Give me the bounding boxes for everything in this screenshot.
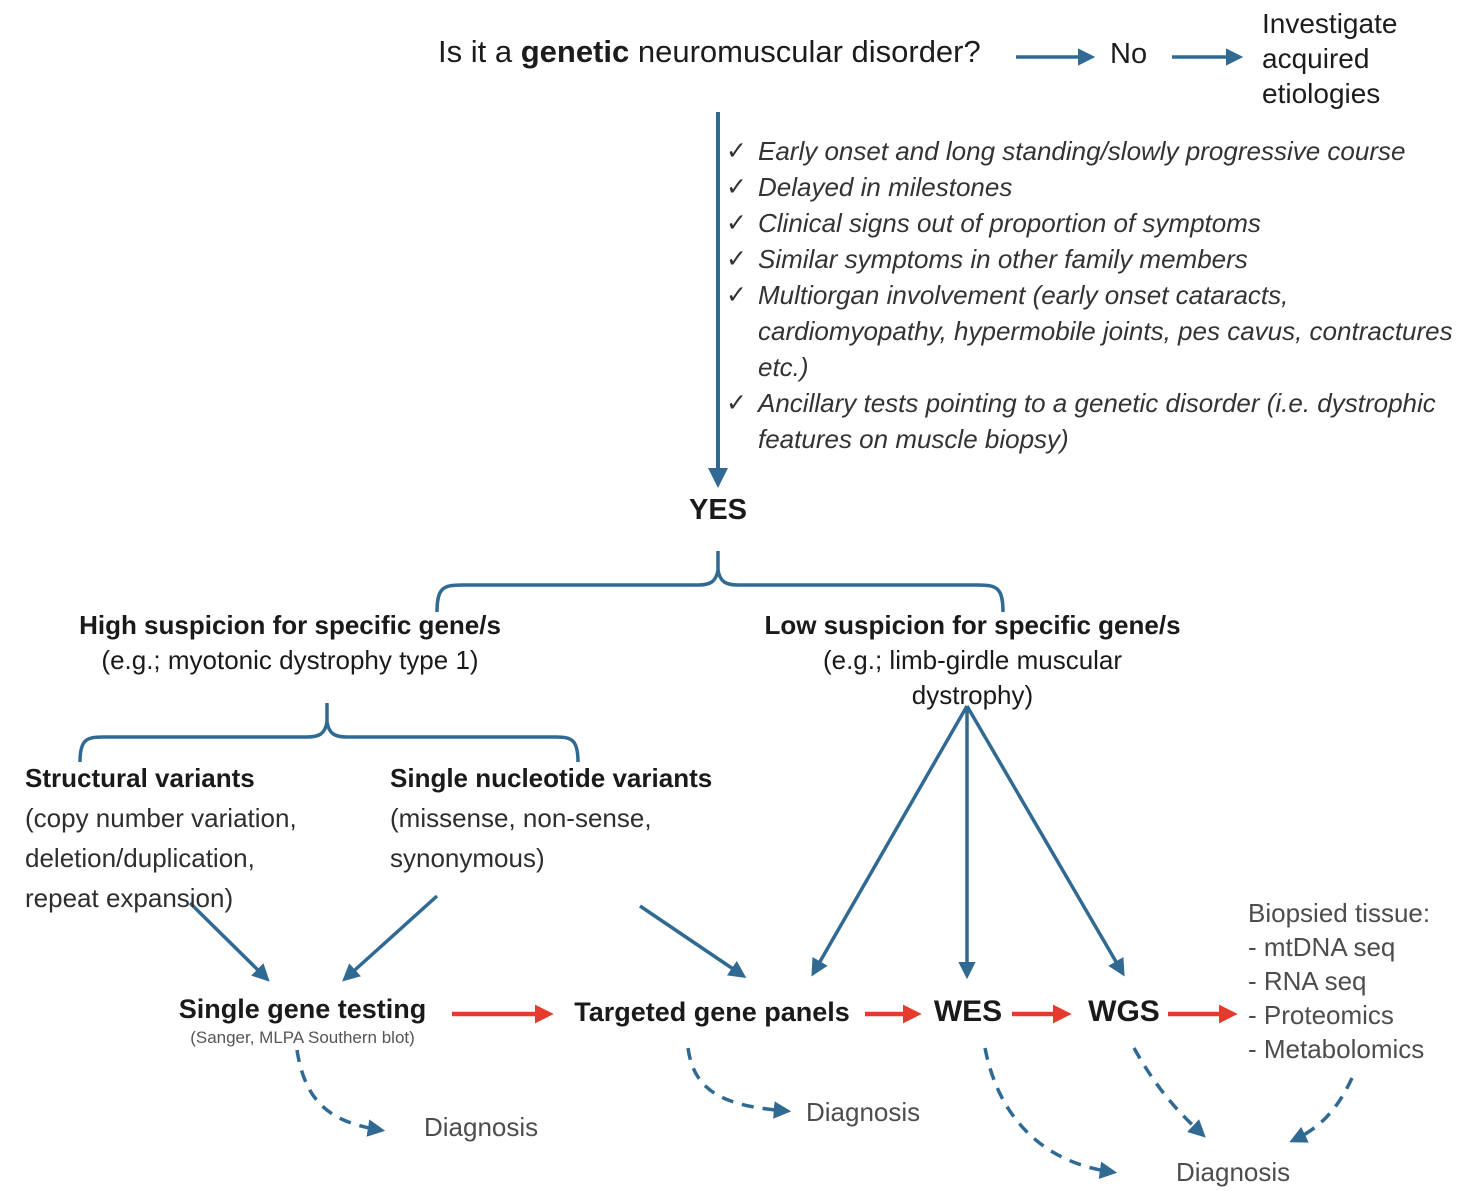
no-label: No	[1110, 38, 1148, 70]
low-suspicion-header: Low suspicion for specific gene/s (e.g.;…	[760, 608, 1185, 713]
structural-variants-line: deletion/duplication,	[25, 843, 255, 873]
criterion-item: ✓ Multiorgan involvement (early onset ca…	[726, 277, 1468, 385]
snv-line: (missense, non-sense,	[390, 803, 652, 833]
single-gene-testing-label: Single gene testing	[178, 994, 427, 1024]
criterion-text: Multiorgan involvement (early onset cata…	[758, 280, 1453, 382]
biopsied-tissue-item: - mtDNA seq	[1248, 932, 1396, 962]
dashed-arrow-single-gene-to-diagnosis	[295, 1049, 386, 1137]
snv-line: synonymous)	[390, 843, 545, 873]
structural-variants-line: (copy number variation,	[25, 803, 297, 833]
question-prefix: Is it a	[438, 34, 521, 69]
structural-variants-block: Structural variants (copy number variati…	[25, 758, 375, 918]
high-suspicion-title: High suspicion for specific gene/s	[79, 610, 501, 640]
brace-yes-split	[435, 569, 1005, 613]
dashed-arrow-wgs-to-diagnosis	[1132, 1047, 1206, 1138]
criterion-item: ✓ Delayed in milestones	[726, 169, 1468, 205]
criterion-text: Ancillary tests pointing to a genetic di…	[758, 388, 1436, 454]
brace-high-split	[78, 721, 580, 763]
targeted-gene-panels-label: Targeted gene panels	[574, 997, 850, 1027]
diagnosis-label-single-gene: Diagnosis	[424, 1112, 539, 1142]
snv-title: Single nucleotide variants	[390, 763, 713, 793]
criterion-text: Clinical signs out of proportion of symp…	[758, 208, 1261, 238]
criterion-item: ✓ Clinical signs out of proportion of sy…	[726, 205, 1468, 241]
wes-label: WES	[933, 995, 1003, 1028]
check-icon: ✓	[726, 137, 747, 165]
yes-label: YES	[688, 494, 748, 526]
diagnosis-label-final: Diagnosis	[1176, 1157, 1291, 1187]
criterion-item: ✓ Similar symptoms in other family membe…	[726, 241, 1468, 277]
check-icon: ✓	[726, 209, 747, 237]
single-gene-methods: (Sanger, MLPA Southern blot)	[190, 1028, 415, 1047]
check-icon: ✓	[726, 281, 747, 309]
high-suspicion-header: High suspicion for specific gene/s (e.g.…	[35, 608, 545, 678]
question-title: Is it a genetic neuromuscular disorder?	[438, 34, 981, 70]
question-suffix: neuromuscular disorder?	[629, 34, 981, 69]
check-icon: ✓	[726, 245, 747, 273]
acquired-etiologies-outcome: Investigate acquired etiologies	[1262, 8, 1398, 109]
criterion-item: ✓ Early onset and long standing/slowly p…	[726, 133, 1468, 169]
low-suspicion-example: (e.g.; limb-girdle muscular dystrophy)	[822, 645, 1123, 710]
criterion-text: Delayed in milestones	[758, 172, 1013, 202]
biopsied-tissue-item: - RNA seq	[1248, 966, 1367, 996]
arrow-snv-to-single-gene	[342, 894, 439, 982]
check-icon: ✓	[726, 173, 747, 201]
high-suspicion-example: (e.g.; myotonic dystrophy type 1)	[101, 645, 479, 675]
biopsied-tissue-list: Biopsied tissue: - mtDNA seq - RNA seq -…	[1248, 896, 1430, 1066]
low-suspicion-title: Low suspicion for specific gene/s	[764, 610, 1181, 640]
structural-variants-title: Structural variants	[25, 763, 255, 793]
biopsied-tissue-title: Biopsied tissue:	[1248, 898, 1431, 928]
structural-variants-line: repeat expansion)	[25, 883, 234, 913]
dashed-arrow-wes-to-diagnosis	[983, 1047, 1118, 1179]
check-icon: ✓	[726, 389, 747, 417]
arrow-snv-to-targeted-panels	[639, 904, 747, 978]
arrow-structural-to-single-gene	[188, 901, 270, 982]
biopsied-tissue-item: - Metabolomics	[1248, 1034, 1425, 1064]
question-emphasis: genetic	[520, 34, 630, 69]
dashed-arrow-targeted-to-diagnosis	[686, 1047, 792, 1119]
single-gene-testing-node: Single gene testing (Sanger, MLPA Southe…	[155, 994, 450, 1048]
criterion-item: ✓ Ancillary tests pointing to a genetic …	[726, 385, 1468, 457]
biopsied-tissue-item: - Proteomics	[1248, 1000, 1394, 1030]
diagnosis-label-targeted: Diagnosis	[806, 1097, 921, 1127]
arrow-low-to-wgs	[965, 705, 1125, 977]
genetic-criteria-list: ✓ Early onset and long standing/slowly p…	[726, 133, 1468, 457]
snv-block: Single nucleotide variants (missense, no…	[390, 758, 740, 878]
criterion-text: Similar symptoms in other family members	[758, 244, 1248, 274]
dashed-arrow-biopsy-to-diagnosis	[1289, 1077, 1354, 1143]
wgs-label: WGS	[1088, 995, 1160, 1028]
criterion-text: Early onset and long standing/slowly pro…	[758, 136, 1406, 166]
arrow-low-to-targeted-panels	[811, 705, 969, 977]
